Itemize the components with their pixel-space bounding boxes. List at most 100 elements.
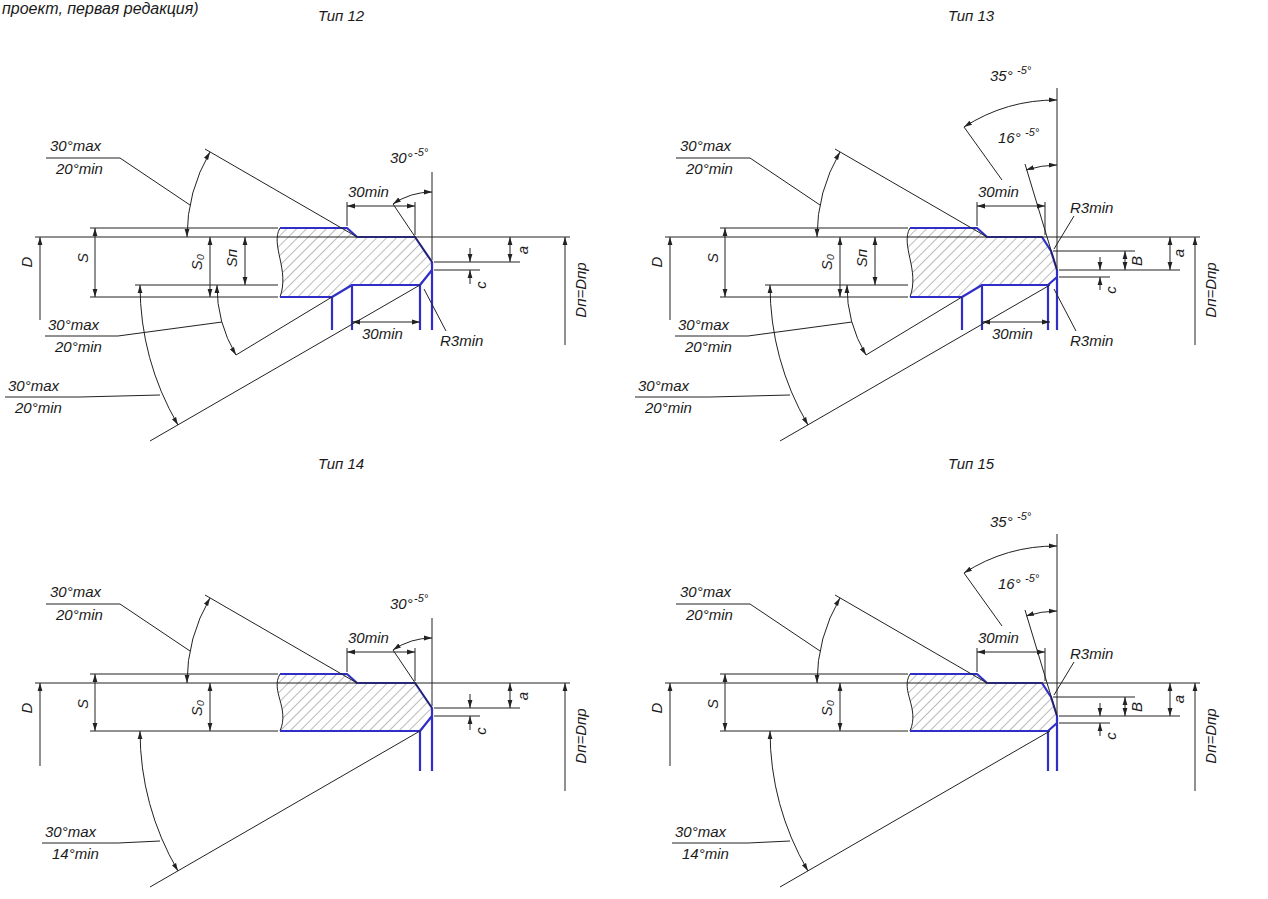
- dimension-label: R3min: [1070, 333, 1113, 350]
- dimension-label: 30°max: [680, 138, 731, 155]
- type-12-section: [5, 149, 570, 441]
- dimension-label: 30°max: [8, 378, 59, 395]
- dimension-label: 30°max: [675, 824, 726, 841]
- dimension-label: 20°min: [645, 400, 692, 417]
- dimension-label: Sп: [224, 249, 239, 267]
- inner-dimensions: [5, 228, 446, 441]
- dimension-label: 30°: [390, 596, 413, 613]
- dimension-label: a: [515, 692, 530, 700]
- dimension-label: Sп: [854, 249, 869, 267]
- inner-dimensions: [672, 674, 1050, 887]
- part-outline: [420, 716, 432, 771]
- dimension-label: S₀: [819, 254, 834, 270]
- dimension-label: 30°max: [678, 317, 729, 334]
- dimension-label: -5°: [414, 592, 428, 604]
- dimension-label: 16°: [998, 130, 1021, 147]
- dimension-label: 20°min: [55, 339, 102, 356]
- dimension-label: -5°: [1017, 510, 1031, 522]
- bevel-dimensions: [393, 172, 520, 284]
- dimension-label: a: [515, 246, 530, 254]
- dimension-label: 30min: [348, 630, 389, 647]
- dimension-label: R3min: [1070, 200, 1113, 217]
- dimension-label: 35°: [990, 68, 1013, 85]
- dimension-label: S: [75, 253, 90, 263]
- bevel-dimensions: [964, 534, 1180, 736]
- part-outline: [280, 228, 432, 297]
- dimension-label: 20°min: [686, 607, 733, 624]
- panel-title: Тип 13: [948, 8, 994, 25]
- dimension-label: -5°: [1025, 572, 1039, 584]
- dimension-label: 20°min: [15, 400, 62, 417]
- dimension-label: S₀: [189, 700, 204, 716]
- part-outline: [910, 228, 1057, 297]
- dimension-label: Dп=Dпр: [573, 708, 588, 763]
- common-dimensions: [665, 595, 1200, 791]
- dimension-label: 30min: [978, 184, 1019, 201]
- dimension-label: 14°min: [682, 846, 729, 863]
- dimension-label: R3min: [440, 333, 483, 350]
- dimension-label: S: [75, 699, 90, 709]
- dimension-label: -5°: [1025, 126, 1039, 138]
- dimension-label: c: [473, 281, 488, 289]
- dimension-label: 30°max: [638, 378, 689, 395]
- dimension-label: c: [473, 727, 488, 735]
- dimension-label: 16°: [998, 576, 1021, 593]
- part-outline: [332, 270, 432, 330]
- bevel-dimensions: [393, 618, 520, 730]
- dimension-label: R3min: [1070, 646, 1113, 663]
- panel-title: Тип 14: [318, 456, 364, 473]
- common-dimensions: [35, 595, 570, 791]
- part-outline: [1048, 723, 1057, 771]
- dimension-label: c: [1103, 286, 1118, 294]
- dimension-label: 35°: [990, 514, 1013, 531]
- panel-title: Тип 12: [318, 8, 364, 25]
- inner-dimensions: [635, 228, 1076, 441]
- dimension-label: S: [705, 253, 720, 263]
- dimension-label: -5°: [1017, 64, 1031, 76]
- dimension-label: D: [649, 703, 664, 714]
- dimension-label: a: [1171, 695, 1186, 703]
- dimension-label: Dп=Dпр: [1203, 708, 1218, 763]
- type-15-section: [665, 534, 1200, 887]
- dimension-label: 20°min: [56, 607, 103, 624]
- dimension-label: S₀: [819, 700, 834, 716]
- dimension-label: B: [1129, 702, 1144, 712]
- dimension-label: 20°min: [685, 339, 732, 356]
- dimension-label: 30min: [362, 326, 403, 343]
- dimension-label: 30°max: [50, 138, 101, 155]
- dimension-label: 20°min: [686, 161, 733, 178]
- dimension-label: -5°: [414, 146, 428, 158]
- dimension-label: a: [1171, 249, 1186, 257]
- dimension-label: B: [1129, 256, 1144, 266]
- common-dimensions: [35, 149, 570, 345]
- dimension-label: 30°max: [50, 584, 101, 601]
- dimension-label: 30°: [390, 150, 413, 167]
- dimension-label: 30min: [992, 326, 1033, 343]
- dimension-label: D: [19, 257, 34, 268]
- dimension-label: D: [19, 703, 34, 714]
- section-hatch: [277, 228, 432, 297]
- break-line: [277, 228, 283, 297]
- break-line: [907, 228, 913, 297]
- common-dimensions: [665, 149, 1200, 345]
- dimension-label: 20°min: [56, 161, 103, 178]
- dimension-label: S: [705, 699, 720, 709]
- revision-note: проект, первая редакция): [2, 0, 199, 18]
- dimension-label: 30°max: [45, 824, 96, 841]
- dimension-label: 30°max: [48, 317, 99, 334]
- dimension-label: Dп=Dпр: [573, 262, 588, 317]
- dimension-label: c: [1103, 732, 1118, 740]
- panel-title: Тип 15: [948, 456, 994, 473]
- dimension-label: D: [649, 257, 664, 268]
- bevel-dimensions: [964, 88, 1180, 290]
- dimension-label: S₀: [189, 254, 204, 270]
- inner-dimensions: [42, 674, 420, 887]
- dimension-label: 14°min: [52, 846, 99, 863]
- dimension-label: 30min: [348, 184, 389, 201]
- dimension-label: 30°max: [680, 584, 731, 601]
- dimension-label: Dп=Dпр: [1203, 262, 1218, 317]
- dimension-label: 30min: [978, 630, 1019, 647]
- type-13-section: [635, 88, 1200, 441]
